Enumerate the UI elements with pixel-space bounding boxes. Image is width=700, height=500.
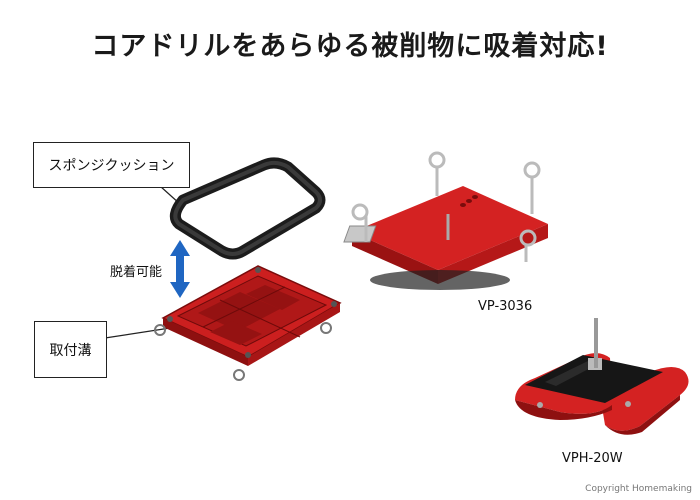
groove-leader-line	[104, 327, 171, 339]
page-headline: コアドリルをあらゆる被削物に吸着対応!	[91, 31, 609, 62]
vph-20w-product-image	[515, 318, 689, 435]
product-caption-vp-3036: VP-3036	[478, 299, 533, 314]
sponge-cushion-ring	[169, 157, 326, 260]
detach-double-arrow-icon	[170, 240, 190, 298]
detach-label: 脱着可能	[110, 265, 163, 280]
sponge-cushion-callout: スポンジクッション	[33, 142, 190, 188]
product-caption-vph-20w: VPH-20W	[562, 451, 623, 466]
mounting-groove-callout: 取付溝	[34, 321, 107, 378]
copyright-notice: Copyright Homemaking	[585, 484, 692, 494]
red-pad-top-view	[154, 265, 342, 381]
vp-3036-product-image	[343, 151, 548, 290]
